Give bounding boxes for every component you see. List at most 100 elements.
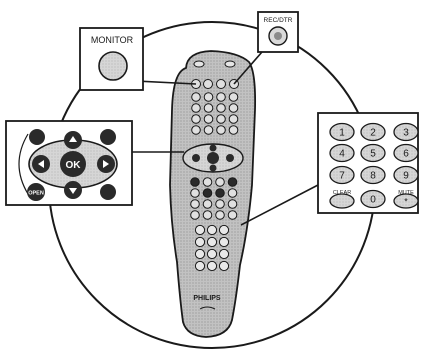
nav-open-button bbox=[27, 183, 45, 201]
keypad-clear-button bbox=[329, 193, 355, 209]
remote-small-button bbox=[216, 103, 226, 113]
remote-small-button bbox=[216, 92, 226, 102]
keypad-keys: 1 2 3 4 5 6 7 8 9 0 * bbox=[329, 122, 419, 209]
remote-small-button bbox=[190, 210, 200, 220]
remote-small-button bbox=[228, 92, 239, 102]
remote-middle-button-grid bbox=[190, 177, 238, 220]
keypad-key-label: 2 bbox=[370, 128, 376, 139]
keypad-key-3 bbox=[393, 122, 419, 142]
remote-small-button bbox=[203, 125, 214, 135]
remote-small-button bbox=[191, 125, 201, 135]
remote-small-button bbox=[191, 114, 201, 124]
keypad-callout: 1 2 3 4 5 6 7 8 9 0 * CLEAR MUTE bbox=[317, 112, 419, 214]
remote-small-button bbox=[215, 210, 225, 220]
keypad-key-label: 0 bbox=[370, 195, 376, 206]
keypad-key-label: 8 bbox=[370, 171, 376, 182]
remote-number-key bbox=[218, 248, 230, 260]
remote-small-button bbox=[202, 210, 213, 220]
nav-ok-button bbox=[60, 151, 86, 177]
keypad-key-label: 9 bbox=[403, 171, 409, 182]
monitor-button bbox=[98, 51, 128, 81]
remote-upper-button-grid bbox=[191, 92, 239, 135]
remote-control: PHILIPS bbox=[169, 50, 257, 338]
keypad-key-label: 1 bbox=[339, 128, 345, 139]
remote-small-button bbox=[203, 103, 214, 113]
remote-number-keys bbox=[194, 224, 230, 272]
keypad-key-label: 5 bbox=[370, 149, 376, 160]
remote-number-key bbox=[206, 248, 218, 260]
remote-small-button bbox=[227, 210, 238, 220]
keypad-key-label: 7 bbox=[339, 171, 345, 182]
remote-small-button bbox=[228, 103, 239, 113]
rec-dtr-callout: REC/DTR bbox=[257, 11, 299, 53]
remote-small-button bbox=[227, 177, 238, 187]
keypad-mute-button bbox=[393, 193, 419, 209]
keypad-leader-line bbox=[240, 184, 319, 226]
keypad-key-0 bbox=[360, 189, 386, 209]
keypad-key-label: 3 bbox=[403, 128, 409, 139]
keypad-key-4 bbox=[329, 143, 355, 163]
remote-number-key bbox=[218, 236, 230, 248]
keypad-clear-label: CLEAR bbox=[333, 190, 351, 196]
remote-number-key bbox=[218, 224, 230, 236]
remote-small-button bbox=[202, 199, 213, 209]
rec-leader-line bbox=[233, 51, 263, 85]
remote-small-button bbox=[202, 177, 213, 187]
nav-corner-top-left bbox=[29, 129, 45, 145]
remote-small-button bbox=[203, 92, 214, 102]
monitor-callout: MONITOR bbox=[79, 27, 144, 91]
keypad-key-8 bbox=[360, 165, 386, 185]
navigation-callout: OPEN OK bbox=[5, 120, 133, 206]
arrow-up-icon bbox=[69, 136, 77, 142]
remote-number-key bbox=[206, 224, 218, 236]
remote-number-key bbox=[218, 260, 230, 272]
rec-dtr-button-dot bbox=[274, 32, 282, 40]
arrow-right-icon bbox=[103, 160, 109, 168]
nav-corner-bottom-right bbox=[100, 184, 116, 200]
remote-small-button bbox=[202, 188, 213, 198]
remote-small-button bbox=[190, 199, 200, 209]
remote-navigation-ring bbox=[182, 143, 244, 173]
keypad-key-1 bbox=[329, 122, 355, 142]
remote-number-key bbox=[194, 236, 206, 248]
remote-number-key bbox=[194, 224, 206, 236]
navigation-arc bbox=[18, 133, 29, 195]
remote-number-key bbox=[206, 260, 218, 272]
remote-small-button bbox=[216, 125, 226, 135]
keypad-key-label: 6 bbox=[403, 149, 409, 160]
remote-small-button bbox=[190, 188, 200, 198]
nav-corner-top-right bbox=[100, 129, 116, 145]
nav-ok-label: OK bbox=[66, 160, 82, 171]
remote-number-key bbox=[206, 236, 218, 248]
remote-logo-swoosh bbox=[199, 306, 216, 310]
remote-small-button bbox=[191, 103, 201, 113]
keypad-key-9 bbox=[393, 165, 419, 185]
remote-small-button bbox=[215, 188, 225, 198]
keypad-key-7 bbox=[329, 165, 355, 185]
remote-number-key bbox=[194, 248, 206, 260]
remote-small-button bbox=[227, 199, 238, 209]
keypad-mute-symbol: * bbox=[404, 197, 408, 207]
remote-small-button bbox=[216, 114, 226, 124]
remote-small-button bbox=[203, 114, 214, 124]
arrow-down-icon bbox=[69, 188, 77, 194]
keypad-key-2 bbox=[360, 122, 386, 142]
nav-open-label: OPEN bbox=[28, 191, 44, 197]
remote-small-button bbox=[228, 125, 239, 135]
remote-small-button bbox=[215, 199, 225, 209]
keypad-key-label: 4 bbox=[339, 149, 345, 160]
keypad-key-6 bbox=[393, 143, 419, 163]
remote-small-button bbox=[191, 92, 201, 102]
remote-small-button bbox=[215, 177, 225, 187]
remote-small-button bbox=[228, 114, 239, 124]
remote-small-button bbox=[227, 188, 238, 198]
remote-number-key bbox=[194, 260, 206, 272]
keypad-mute-label: MUTE bbox=[398, 190, 414, 196]
arrow-left-icon bbox=[38, 160, 44, 168]
remote-small-button bbox=[190, 177, 200, 187]
rec-dtr-label: REC/DTR bbox=[264, 17, 293, 24]
monitor-label: MONITOR bbox=[91, 35, 134, 45]
keypad-key-5 bbox=[360, 143, 386, 163]
remote-brand: PHILIPS bbox=[193, 295, 221, 302]
